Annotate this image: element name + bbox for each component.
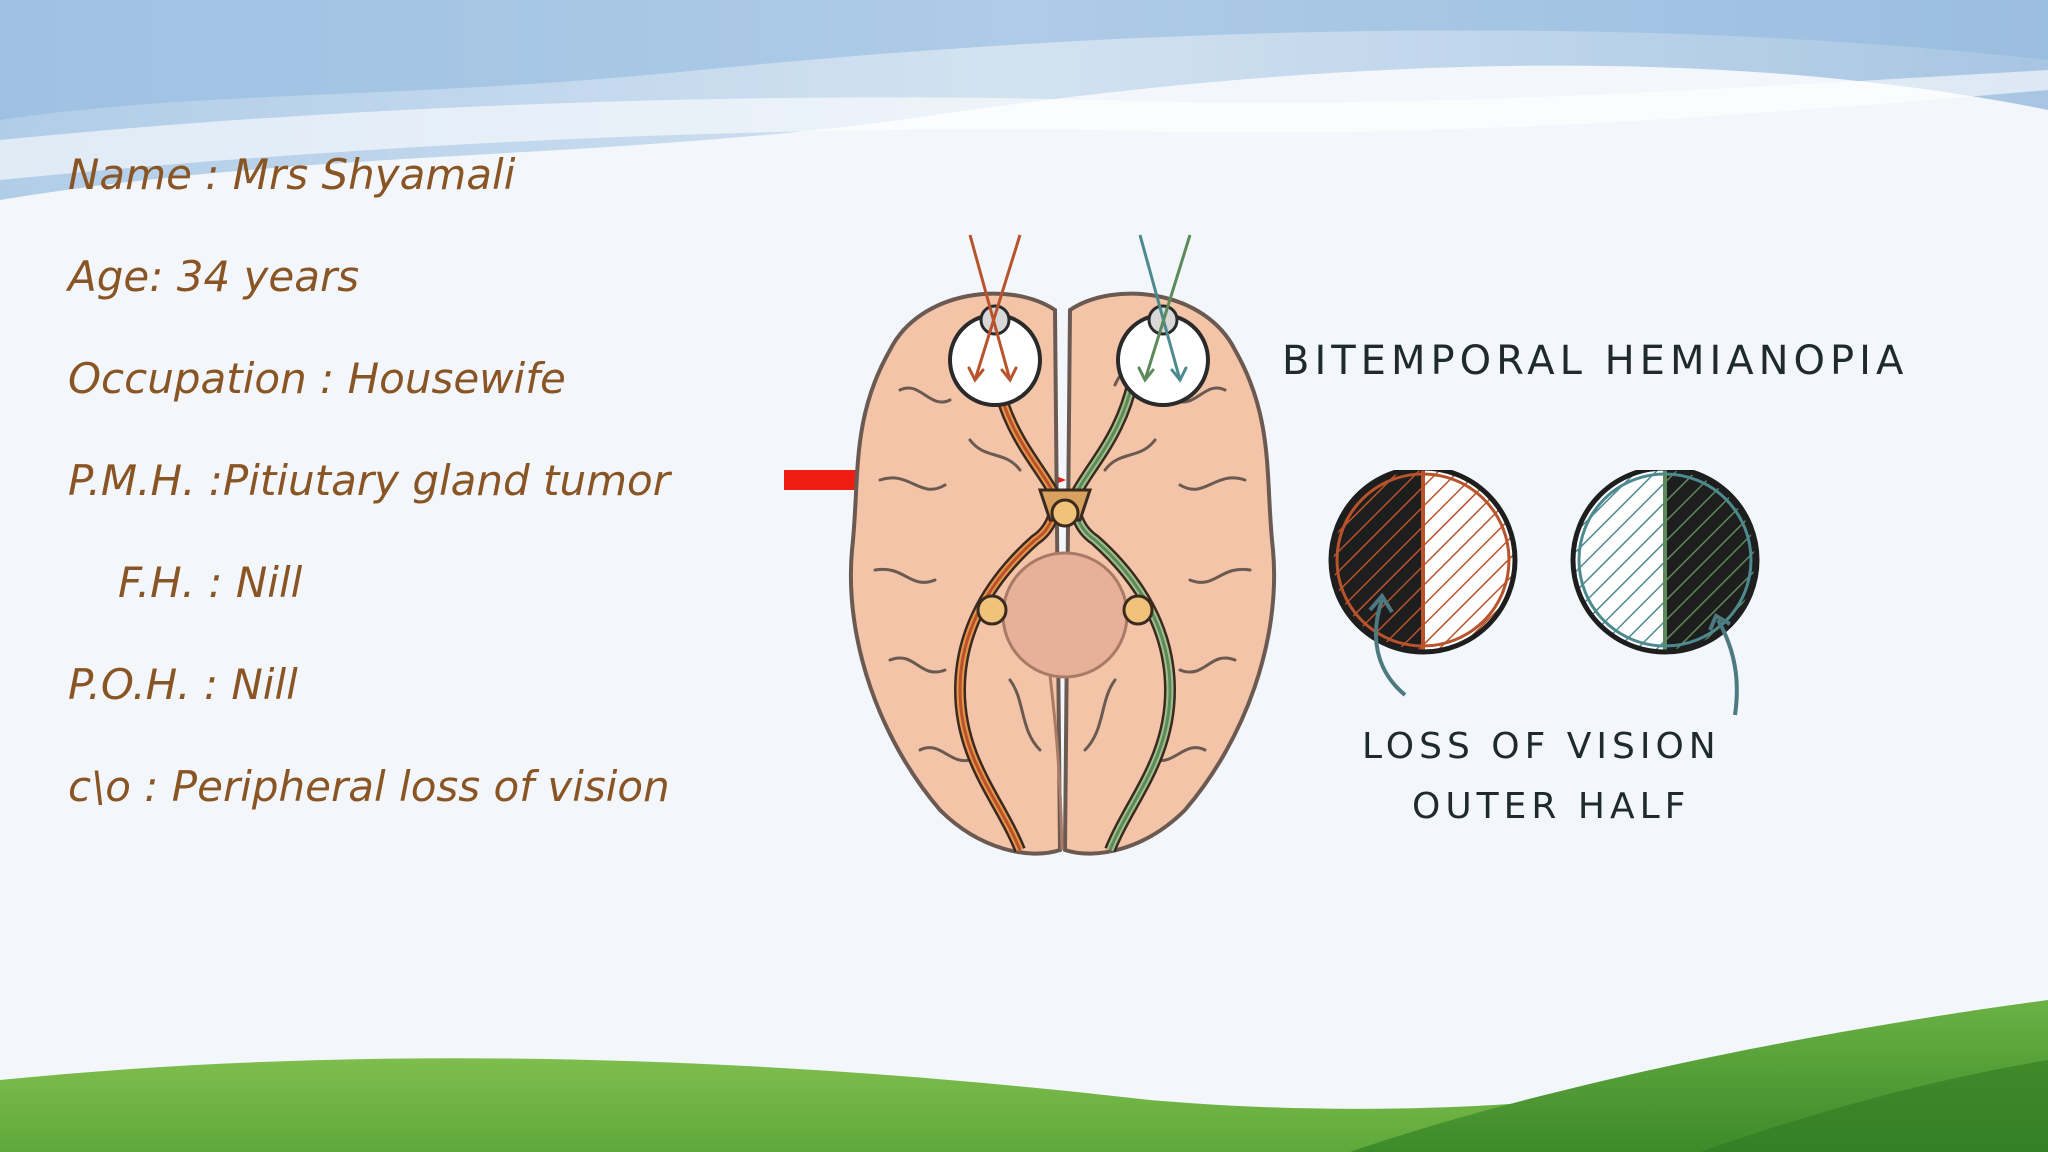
patient-name: Name : Mrs Shyamali xyxy=(68,150,516,199)
visual-field-diagram xyxy=(1328,470,1760,716)
past-ocular-history: P.O.H. : Nill xyxy=(68,660,298,709)
past-medical-history: P.M.H. :Pitiutary gland tumor xyxy=(68,456,671,505)
diagnosis-title: BITEMPORAL HEMIANOPIA xyxy=(1282,338,1909,384)
caption-outer-half: OUTER HALF xyxy=(1412,786,1691,827)
family-history: F.H. : Nill xyxy=(118,558,303,607)
chief-complaint: c\o : Peripheral loss of vision xyxy=(68,762,670,811)
caption-loss-of-vision: LOSS OF VISION xyxy=(1362,726,1721,767)
patient-occupation: Occupation : Housewife xyxy=(68,354,566,403)
patient-age: Age: 34 years xyxy=(68,252,360,301)
visual-pathway-diagram xyxy=(848,234,1277,856)
